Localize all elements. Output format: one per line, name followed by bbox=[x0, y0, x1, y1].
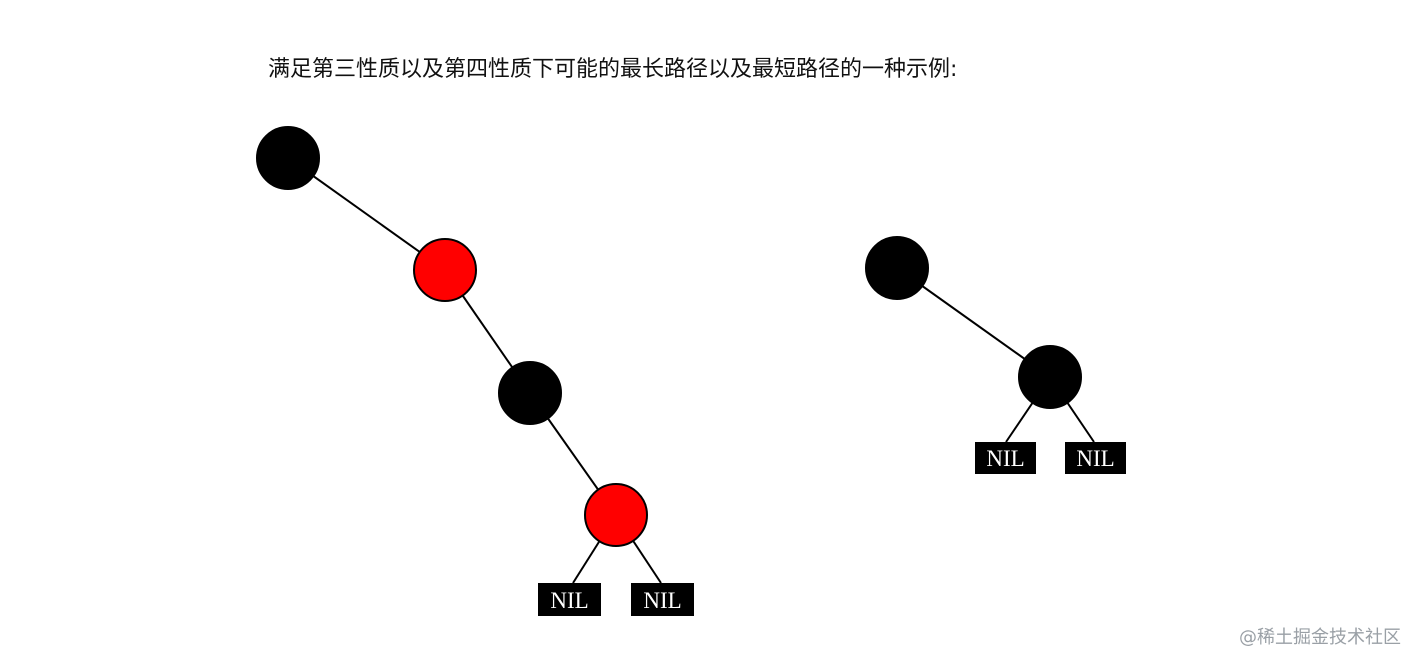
nil-label: NIL bbox=[1076, 446, 1114, 471]
shortest-path-tree: NIL NIL bbox=[865, 236, 1126, 474]
black-node bbox=[865, 236, 929, 300]
red-node bbox=[413, 238, 477, 302]
black-node bbox=[498, 361, 562, 425]
black-node bbox=[1018, 345, 1082, 409]
nil-leaf: NIL bbox=[1065, 442, 1126, 474]
nil-leaf: NIL bbox=[538, 583, 601, 616]
black-node bbox=[256, 126, 320, 190]
nil-label: NIL bbox=[550, 588, 588, 613]
nil-label: NIL bbox=[643, 588, 681, 613]
nil-leaf: NIL bbox=[631, 583, 694, 616]
nil-label: NIL bbox=[986, 446, 1024, 471]
watermark: @稀土掘金技术社区 bbox=[1239, 627, 1401, 648]
edge-a1-a2 bbox=[287, 157, 446, 271]
red-node bbox=[584, 483, 648, 547]
longest-path-tree: NIL NIL bbox=[256, 126, 694, 616]
diagram-caption: 满足第三性质以及第四性质下可能的最长路径以及最短路径的一种示例: bbox=[268, 57, 958, 82]
nil-leaf: NIL bbox=[975, 442, 1036, 474]
